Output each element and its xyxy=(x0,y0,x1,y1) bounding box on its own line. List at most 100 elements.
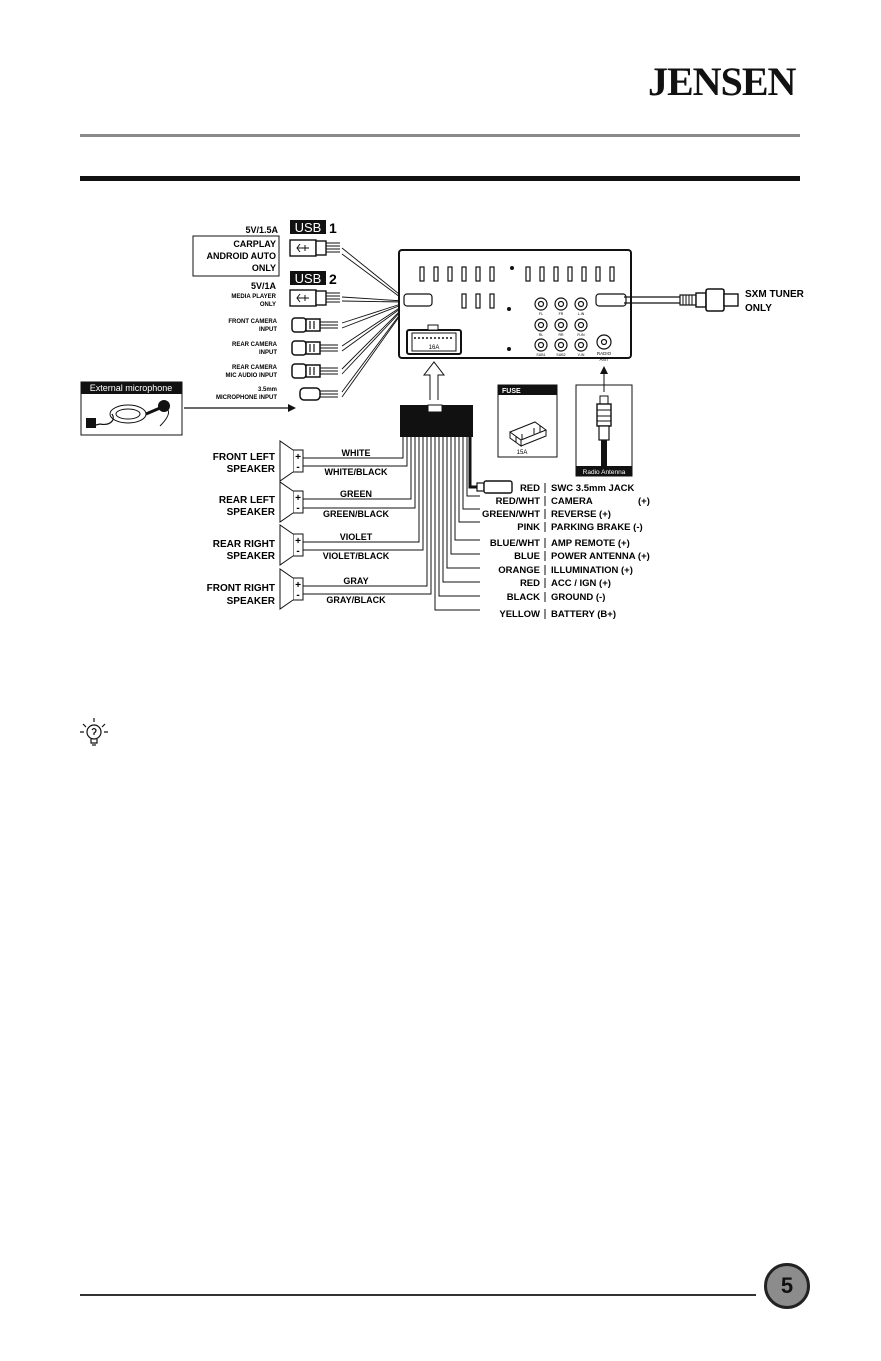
speaker-front-right-plus: + xyxy=(295,580,301,591)
wire-legend: RED SWC 3.5mm JACK RED/WHT CAMERA (+) GR… xyxy=(482,483,650,620)
wire-2-function: REVERSE (+) xyxy=(551,509,611,520)
sxm-label-line-2: ONLY xyxy=(745,303,772,314)
input-wires xyxy=(341,247,405,398)
wire-7-function: ACC / IGN (+) xyxy=(551,578,611,589)
wire-5-function: POWER ANTENNA (+) xyxy=(551,551,650,562)
speaker-rear-right-minus-wire: VIOLET/BLACK xyxy=(323,551,390,561)
speaker-wires xyxy=(303,437,432,595)
svg-text:SUB2: SUB2 xyxy=(556,353,565,357)
wire-1-function: CAMERA xyxy=(551,496,593,507)
wire-3-function: PARKING BRAKE (-) xyxy=(551,522,643,533)
fuse-title: FUSE xyxy=(502,388,521,395)
speaker-front-left-label-2: SPEAKER xyxy=(227,464,276,475)
rear-camera-line-1: REAR CAMERA xyxy=(232,342,278,348)
head-unit-screw-top xyxy=(510,266,514,270)
speaker-rear-left-minus-wire: GREEN/BLACK xyxy=(323,509,390,519)
rca-front-camera-icon xyxy=(291,317,338,333)
usb2-badge xyxy=(290,271,326,285)
rca-jack-labels: FL FR L-IN RL RR R-IN SUB1 SUB2 V-IN xyxy=(536,312,585,357)
external-mic-arrowhead xyxy=(288,404,296,412)
page-number-badge: 5 xyxy=(764,1263,810,1309)
fuse-box xyxy=(497,384,558,458)
usb2-plug-icon xyxy=(289,289,340,307)
speaker-rear-left-label-2: SPEAKER xyxy=(227,507,276,518)
external-mic-title: External microphone xyxy=(90,383,173,393)
harness-latch xyxy=(427,404,443,413)
wire-1-suffix: (+) xyxy=(638,496,650,507)
wire-4-color: BLUE/WHT xyxy=(490,538,540,549)
svg-text:RR: RR xyxy=(558,333,564,337)
mic-jack-icon xyxy=(299,387,338,401)
wire-4-function: AMP REMOTE (+) xyxy=(551,538,630,549)
speaker-front-left-label-1: FRONT LEFT xyxy=(213,452,275,463)
fuse-rating: 15A xyxy=(517,450,528,456)
speaker-front-left-icon xyxy=(279,440,304,482)
head-unit-vents xyxy=(403,266,627,309)
usb1-badge-text: USB xyxy=(295,220,322,235)
speaker-front-left-plus-wire: WHITE xyxy=(342,448,371,458)
usb1-line-2: ANDROID AUTO xyxy=(207,251,277,261)
svg-text:RL: RL xyxy=(539,333,544,337)
header-rule-thick xyxy=(80,176,800,181)
rca-mic-audio-icon xyxy=(291,363,338,379)
usb2-line-2: ONLY xyxy=(260,302,276,308)
sxm-label-line-1: SXM TUNER xyxy=(745,289,805,300)
speaker-rear-right-plus-wire: VIOLET xyxy=(340,532,373,542)
usb1-badge xyxy=(290,220,326,234)
usb1-rating: 5V/1.5A xyxy=(245,225,278,235)
speaker-front-left-plus: + xyxy=(295,452,301,463)
brand-logo: JENSEN xyxy=(648,59,796,104)
svg-text:SUB1: SUB1 xyxy=(536,353,545,357)
radio-ant-label-1: RADIO xyxy=(597,351,612,356)
tip-lightbulb-icon xyxy=(80,718,108,746)
usb1-number: 1 xyxy=(329,220,337,236)
head-unit-screw-mid xyxy=(507,307,511,311)
svg-text:FL: FL xyxy=(539,312,543,316)
wire-5-color: BLUE xyxy=(514,551,540,562)
usb1-plug-icon xyxy=(289,239,340,257)
speaker-rear-right-minus: - xyxy=(296,546,299,557)
speaker-rear-right-label-1: REAR RIGHT xyxy=(213,539,275,550)
head-unit-screw-low xyxy=(507,347,511,351)
svg-text:FR: FR xyxy=(559,312,564,316)
speaker-rear-right-plus: + xyxy=(295,536,301,547)
usb2-number: 2 xyxy=(329,271,337,287)
mic-input-line-1: 3.5mm xyxy=(258,387,277,393)
antenna-title-bar xyxy=(576,466,632,476)
speaker-rear-right-icon xyxy=(279,524,304,566)
speaker-front-left-minus-wire: WHITE/BLACK xyxy=(325,467,388,477)
speaker-rear-left-label-1: REAR LEFT xyxy=(219,495,275,506)
speaker-rear-left-plus: + xyxy=(295,493,301,504)
wire-6-color: ORANGE xyxy=(498,565,540,576)
usb1-line-3: ONLY xyxy=(252,263,276,273)
swc-wire xyxy=(468,437,477,489)
usb1-line-1: CARPLAY xyxy=(233,239,276,249)
wire-9-color: YELLOW xyxy=(499,609,540,620)
usb2-line-1: MEDIA PLAYER xyxy=(231,294,276,300)
usb1-label-box xyxy=(192,235,280,277)
rca-rear-camera-icon xyxy=(291,340,338,356)
mic-input-line-2: MICROPHONE INPUT xyxy=(216,395,277,401)
microphone-icon xyxy=(86,400,170,428)
wire-2-color: GREEN/WHT xyxy=(482,509,540,520)
footer-rule xyxy=(80,1294,756,1296)
speaker-rear-left-icon xyxy=(279,481,304,523)
speaker-front-left-minus: - xyxy=(296,462,299,473)
speaker-front-right-minus-wire: GRAY/BLACK xyxy=(326,595,386,605)
main-connector-label: 16A xyxy=(429,345,440,351)
rear-camera-line-2: INPUT xyxy=(259,350,277,356)
mic-audio-line-1: REAR CAMERA xyxy=(232,365,278,371)
antenna-plug-icon xyxy=(596,395,612,466)
wire-1-color: RED/WHT xyxy=(496,496,541,507)
radio-ant-label-2: ANT xyxy=(600,357,609,362)
usb2-rating: 5V/1A xyxy=(251,281,277,291)
speaker-front-right-icon xyxy=(279,568,304,610)
front-camera-line-1: FRONT CAMERA xyxy=(228,319,277,325)
wire-0-function: SWC 3.5mm JACK xyxy=(551,483,635,494)
speaker-rear-left-minus: - xyxy=(296,503,299,514)
wire-9-function: BATTERY (B+) xyxy=(551,609,616,620)
speaker-rear-left-plus-wire: GREEN xyxy=(340,489,372,499)
wire-7-color: RED xyxy=(520,578,540,589)
speaker-front-right-label-2: SPEAKER xyxy=(227,596,276,607)
